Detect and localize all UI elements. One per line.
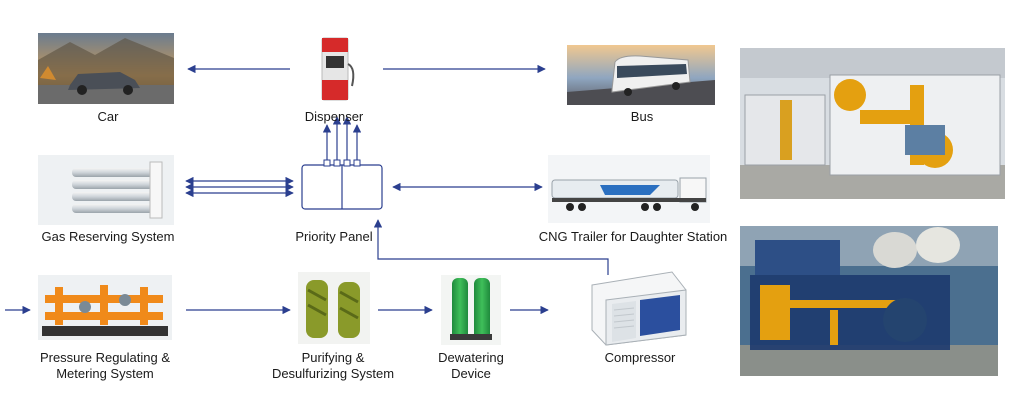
dispenser-image bbox=[321, 37, 355, 101]
label-bus: Bus bbox=[631, 109, 654, 124]
label-dewatering-1: Dewatering bbox=[438, 350, 504, 365]
car-photo bbox=[38, 33, 174, 104]
compressor-skid-photo bbox=[740, 226, 998, 376]
label-priority-panel: Priority Panel bbox=[295, 229, 372, 244]
node-labels: Car Dispenser Bus Gas Reserving System P… bbox=[40, 109, 727, 381]
priority-panel-box bbox=[301, 159, 383, 210]
gas-reserving-image bbox=[38, 155, 174, 225]
label-dispenser: Dispenser bbox=[305, 109, 364, 124]
label-purifying-2: Desulfurizing System bbox=[272, 366, 394, 381]
flow-arrows bbox=[5, 64, 609, 315]
label-compressor: Compressor bbox=[605, 350, 676, 365]
label-pressure-regulating-1: Pressure Regulating & bbox=[40, 350, 170, 365]
label-pressure-regulating-2: Metering System bbox=[56, 366, 154, 381]
arrow-compressor-to-panel bbox=[373, 219, 609, 275]
label-purifying-1: Purifying & bbox=[302, 350, 365, 365]
dewatering-image bbox=[441, 275, 501, 345]
label-cng-trailer: CNG Trailer for Daughter Station bbox=[539, 229, 728, 244]
label-gas-reserving: Gas Reserving System bbox=[42, 229, 175, 244]
gas-skid-photo bbox=[740, 48, 1005, 199]
label-dewatering-2: Device bbox=[451, 366, 491, 381]
purifying-image bbox=[298, 272, 370, 344]
compressor-image bbox=[591, 271, 687, 346]
cng-trailer-image bbox=[548, 155, 710, 223]
label-car: Car bbox=[98, 109, 120, 124]
pressure-regulating-image bbox=[38, 275, 172, 340]
bus-photo bbox=[567, 45, 715, 105]
